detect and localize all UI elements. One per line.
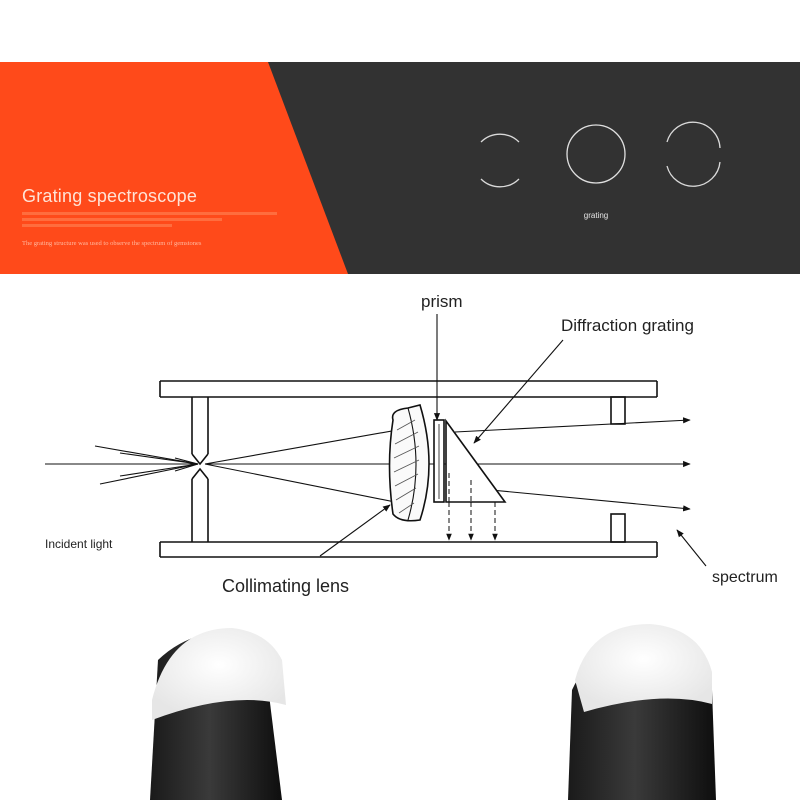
- grating-circle-label: grating: [583, 211, 609, 220]
- circle-open-left-icon: [480, 133, 520, 188]
- banner-fine-print: [22, 212, 277, 215]
- leader-lines: [319, 314, 707, 567]
- incident-light-label: Incident light: [45, 537, 113, 551]
- collimating-lens: [388, 404, 430, 522]
- incident-rays: [45, 445, 199, 485]
- right-eyepiece: [568, 624, 716, 800]
- spectroscope-tube: [159, 380, 658, 558]
- diffraction-grating-label: Diffraction grating: [561, 316, 694, 335]
- dashed-rays: [446, 473, 498, 541]
- banner-fine-print: [22, 218, 222, 221]
- circle-outline-icon: [566, 124, 626, 184]
- prism: [433, 418, 507, 503]
- banner-fine-print: [22, 224, 172, 227]
- prism-label: prism: [421, 292, 463, 311]
- banner-title: Grating spectroscope: [22, 186, 198, 206]
- circle-open-right-icon: [666, 121, 721, 187]
- spectrum-label: spectrum: [712, 569, 778, 586]
- banner-subtitle: The grating structure was used to observ…: [22, 240, 202, 247]
- eyepiece-photo: [150, 624, 716, 800]
- collimating-lens-label: Collimating lens: [222, 576, 350, 596]
- banner-background: [0, 62, 800, 274]
- spectroscope-diagram: [45, 314, 707, 567]
- header-banner: Grating spectroscope The grating structu…: [0, 62, 800, 274]
- left-eyepiece: [150, 628, 286, 800]
